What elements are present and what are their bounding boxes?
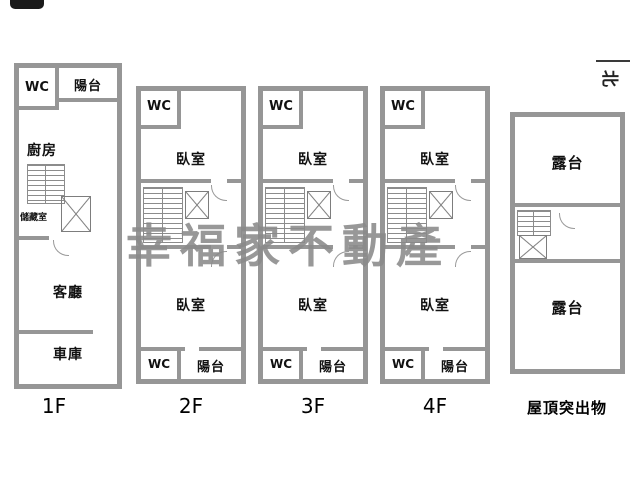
wall	[385, 125, 425, 129]
top-left-artifact	[10, 0, 44, 9]
stairs-icon	[27, 164, 65, 204]
unit-4f: WC 臥室 臥室 WC 陽台	[380, 86, 490, 384]
room-label-balcony: 陽台	[440, 360, 469, 375]
stairs-icon	[265, 187, 305, 243]
north-compass: 北	[594, 50, 634, 100]
wall	[349, 179, 363, 183]
room-label-wc-bottom: WC	[269, 357, 293, 371]
wall	[385, 179, 455, 183]
room-label-bedroom-top: 臥室	[420, 152, 450, 168]
elevator-shaft-icon	[185, 191, 209, 219]
wall	[141, 347, 185, 351]
stairs-divider	[406, 188, 407, 242]
room-label-balcony: 陽台	[196, 360, 225, 375]
elevator-shaft-icon	[519, 235, 547, 259]
wall	[263, 245, 333, 249]
wall	[263, 179, 333, 183]
wall	[421, 347, 425, 379]
room-label-bedroom-bottom: 臥室	[298, 298, 328, 314]
wall	[299, 347, 303, 379]
wall	[141, 179, 211, 183]
room-label-bedroom-bottom: 臥室	[420, 298, 450, 314]
stairs-icon	[387, 187, 427, 243]
wall	[55, 68, 59, 106]
north-arrow-icon: 北	[599, 70, 619, 87]
wall	[227, 179, 241, 183]
watermark: 幸福家不動產	[126, 219, 450, 273]
elevator-shaft-icon	[307, 191, 331, 219]
wall	[227, 245, 241, 249]
wall	[19, 330, 93, 334]
room-label-wc-bottom: WC	[391, 357, 415, 371]
wall	[177, 347, 181, 379]
wall	[199, 347, 241, 351]
wall	[515, 259, 620, 263]
door-arc-icon	[455, 251, 471, 267]
room-label-wc-top: WC	[269, 99, 293, 114]
wall	[349, 245, 363, 249]
wall	[263, 347, 307, 351]
floor-label-1f: 1F	[41, 394, 67, 418]
wall	[471, 245, 485, 249]
stairs-icon	[143, 187, 183, 243]
floor-label-3f: 3F	[300, 394, 326, 418]
room-label-kitchen: 廚房	[27, 143, 57, 159]
elevator-shaft-icon	[429, 191, 453, 219]
room-label-storage: 儲藏室	[20, 213, 48, 223]
wall	[321, 347, 363, 351]
wall	[385, 347, 429, 351]
stairs-divider	[284, 188, 285, 242]
floor-label-2f: 2F	[178, 394, 204, 418]
wall	[299, 91, 303, 125]
room-label-bedroom-bottom: 臥室	[176, 298, 206, 314]
wall	[385, 245, 455, 249]
room-label-wc-top: WC	[147, 99, 171, 114]
door-arc-icon	[211, 185, 227, 201]
unit-3f: WC 臥室 臥室 WC 陽台	[258, 86, 368, 384]
floor-label-roof: 屋頂突出物	[526, 399, 607, 417]
room-label-balcony: 陽台	[73, 79, 102, 94]
wall	[141, 125, 181, 129]
wall	[55, 98, 117, 102]
room-label-wc: WC	[25, 80, 49, 95]
wall	[515, 203, 620, 207]
wall	[19, 236, 49, 240]
wall	[263, 125, 303, 129]
unit-roof: 露台 露台	[510, 112, 625, 374]
compass-line-icon	[596, 60, 630, 62]
door-arc-icon	[455, 185, 471, 201]
room-label-bedroom-top: 臥室	[298, 152, 328, 168]
room-label-terrace-top: 露台	[551, 154, 584, 172]
room-label-balcony: 陽台	[318, 360, 347, 375]
wall	[421, 91, 425, 125]
stairs-divider	[533, 211, 534, 235]
stairs-divider	[45, 165, 46, 203]
room-label-garage: 車庫	[53, 347, 83, 363]
wall	[141, 245, 211, 249]
room-label-bedroom-top: 臥室	[176, 152, 206, 168]
door-arc-icon	[559, 213, 575, 229]
floor-label-4f: 4F	[422, 394, 448, 418]
room-label-wc-bottom: WC	[147, 357, 171, 371]
door-arc-icon	[53, 240, 69, 256]
elevator-shaft-icon	[61, 196, 91, 232]
wall	[443, 347, 485, 351]
wall	[471, 179, 485, 183]
stairs-divider	[162, 188, 163, 242]
wall	[19, 106, 59, 110]
wall	[177, 91, 181, 125]
unit-2f: WC 臥室 臥室 WC 陽台	[136, 86, 246, 384]
room-label-living: 客廳	[53, 285, 83, 301]
unit-1f: WC 陽台 廚房 儲藏室 客廳 車庫	[14, 63, 122, 389]
door-arc-icon	[333, 185, 349, 201]
room-label-terrace-bottom: 露台	[551, 299, 584, 317]
room-label-wc-top: WC	[391, 99, 415, 114]
stairs-icon	[517, 210, 551, 236]
